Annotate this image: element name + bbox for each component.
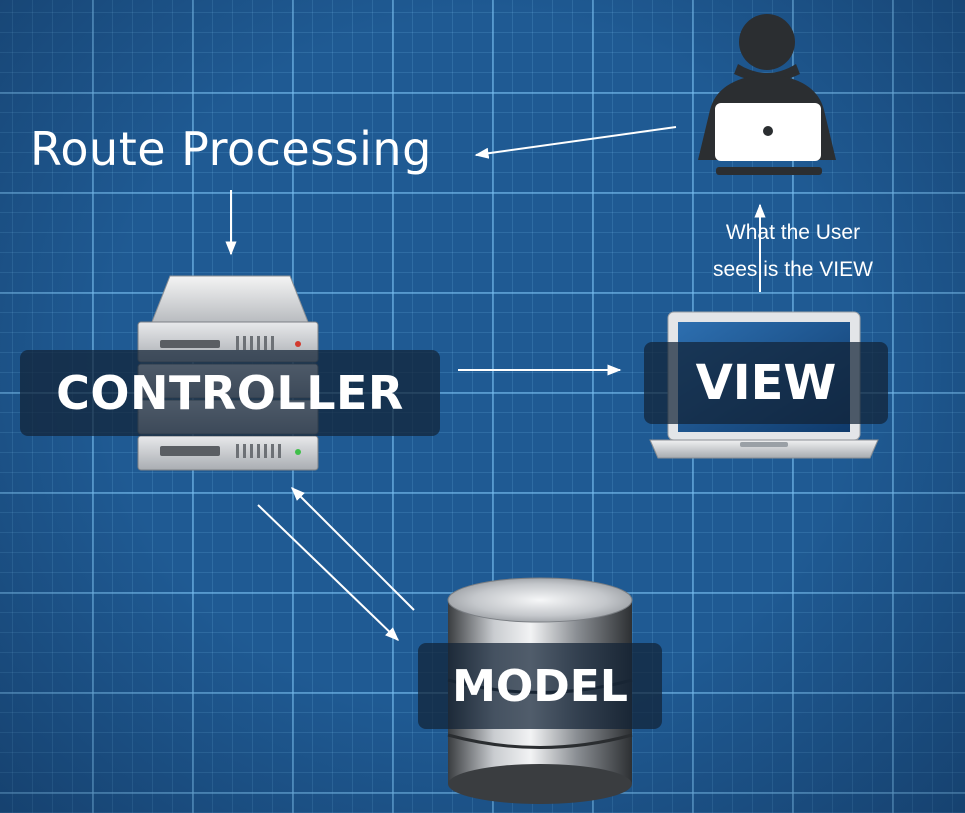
controller-label: CONTROLLER xyxy=(20,350,440,436)
user-note-line-1: What the User xyxy=(725,221,861,244)
route-processing-label: Route Processing xyxy=(30,122,432,176)
arrow-user-to-route xyxy=(474,126,677,159)
arrow-controller-to-model xyxy=(257,504,400,641)
view-label: VIEW xyxy=(644,342,888,424)
user-note: What the User sees is the VIEW xyxy=(688,214,898,288)
arrow-model-to-controller xyxy=(291,487,415,611)
user-note-line-2: sees is the VIEW xyxy=(713,258,873,281)
user-icon xyxy=(698,14,836,175)
model-label: MODEL xyxy=(418,643,662,729)
